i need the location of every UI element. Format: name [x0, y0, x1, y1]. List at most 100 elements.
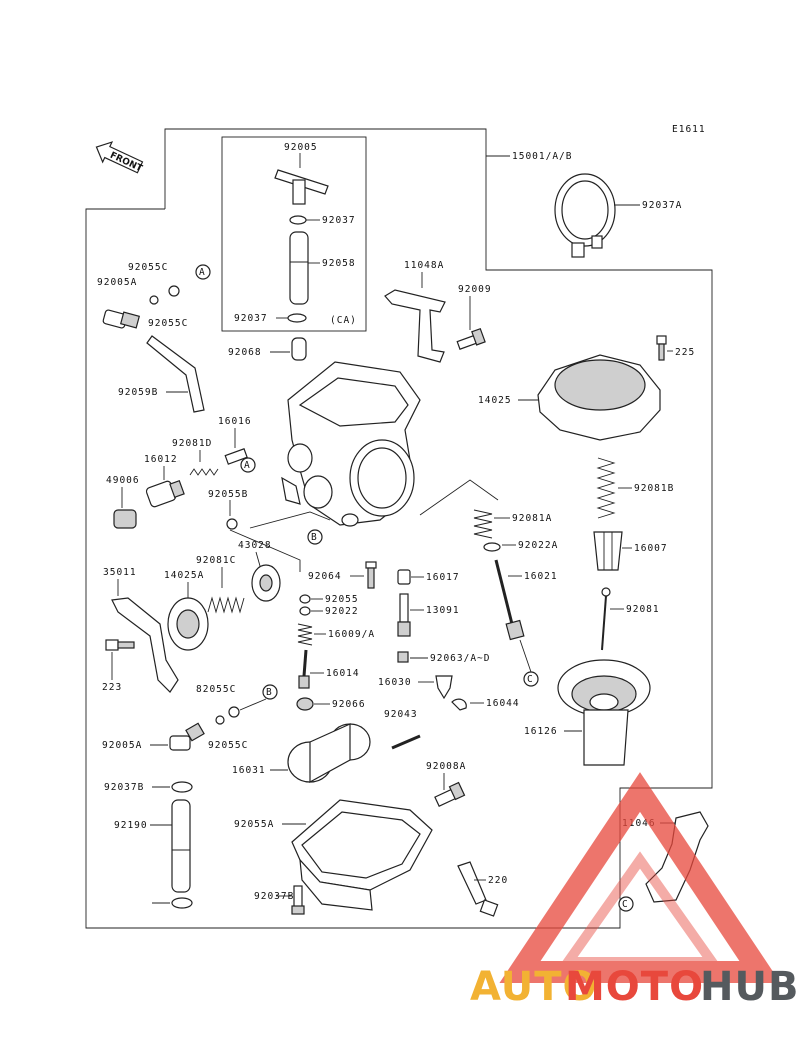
label-16126: 16126: [524, 726, 558, 737]
callout-a-2: [240, 457, 256, 473]
callout-b-1: [307, 529, 323, 545]
pin-92043-part: [391, 734, 421, 750]
float-bowl-part: [291, 799, 433, 911]
callout-b-1-label: B: [311, 532, 318, 543]
label-43028: 43028: [238, 540, 272, 551]
washer-92022a-part: [483, 542, 501, 552]
rod-16021-part: [494, 559, 525, 641]
label-92055c-1: 92055C: [128, 262, 168, 273]
callout-c-2-label: C: [622, 899, 629, 910]
top-cover-14025-part: [537, 354, 661, 441]
spring-92081b-part: [596, 457, 616, 519]
callout-b-2-label: B: [266, 687, 273, 698]
jet-16017-part: [397, 569, 411, 585]
label-16009: 92081: [626, 604, 660, 615]
cover-14025a-part: [167, 597, 209, 651]
clamp-band-part: [554, 173, 616, 258]
clip-92037-ca: [287, 313, 307, 323]
label-92081c: 92081C: [196, 555, 236, 566]
elbow-fitting-92005a-1: [102, 309, 141, 329]
svg-text:MOTO: MOTO: [565, 964, 704, 1010]
front-arrow: FRONT: [95, 141, 144, 175]
washer-92022-part: [299, 606, 311, 616]
label-14025: 14025: [478, 395, 512, 406]
screw-92008a-part: [434, 781, 466, 807]
watermark-text: AUTO MOTO HUB: [470, 964, 799, 1010]
hose-92058-part: [289, 231, 309, 305]
callout-c-1-label: C: [527, 674, 534, 685]
screw-220-part: [291, 885, 305, 915]
needle-jet-13091-part: [397, 593, 411, 637]
valve-16030-part: [435, 675, 453, 700]
spring-92081a-part: [473, 509, 493, 539]
label-35011: 35011: [103, 567, 137, 578]
screw-92009-part: [456, 327, 486, 350]
label-49006: 49006: [106, 475, 140, 486]
bracket-11048a-part: [384, 289, 446, 363]
float-16031-part: [287, 723, 371, 784]
diagram-code: E1611: [672, 124, 706, 135]
label-15001: 15001/A/B: [512, 151, 572, 162]
ca-inset-box: [221, 136, 367, 332]
label-92005a-1: 92005A: [97, 277, 137, 288]
t-fitting-part: [274, 169, 329, 205]
label-92068: 92068: [228, 347, 262, 358]
holder-16007-part: [593, 531, 623, 571]
label-11048a: 11048A: [404, 260, 444, 271]
clip-92037-top: [289, 215, 307, 225]
label-16031: 16031: [232, 765, 266, 776]
label-11046: 11046: [622, 818, 656, 829]
clip-92037b-1: [171, 781, 193, 793]
hose-92190-part: [171, 799, 191, 893]
hose-92059b-part: [146, 335, 205, 413]
label-92190: 92190: [114, 820, 148, 831]
label-92022a: 92022A: [518, 540, 558, 551]
label-92081d: 92081D: [172, 438, 212, 449]
label-16044: 16044: [486, 698, 520, 709]
clip-16044-part: [451, 698, 467, 711]
label-92063: 92063/A~D: [430, 653, 490, 664]
clip-92037b-2: [171, 897, 193, 909]
callout-c-2: [618, 896, 634, 912]
label-92005-top: 92005: [284, 142, 318, 153]
spring-92081c-part: [207, 596, 245, 614]
plunger-16012-part: [145, 479, 185, 508]
watermark-logo: [499, 772, 781, 983]
label-92037-top: 92037: [322, 215, 356, 226]
label-92022: 92022: [325, 606, 359, 617]
callout-a-1-label: A: [199, 267, 206, 278]
screw-16016-part: [224, 448, 248, 465]
label-16007: 16007: [634, 543, 668, 554]
diagram-frame: [85, 128, 713, 929]
label-82055c: 82055C: [196, 684, 236, 695]
label-92037b-1: 92037B: [104, 782, 144, 793]
svg-text:AUTO: AUTO: [470, 964, 598, 1010]
label-16014: 16014: [326, 668, 360, 679]
label-92055: 92055: [325, 594, 359, 605]
label-92008a: 92008A: [426, 761, 466, 772]
label-13091: 13091: [426, 605, 460, 616]
label-16016: 16016: [218, 416, 252, 427]
label-92059b: 92059B: [118, 387, 158, 398]
label-92066: 92066: [332, 699, 366, 710]
diaphragm-16126-part: [557, 659, 651, 766]
oring-92055-part: [299, 594, 311, 604]
bracket-35011-part: [111, 597, 179, 693]
svg-text:HUB: HUB: [700, 964, 799, 1010]
label-223: 223: [102, 682, 122, 693]
label-92058: 92058: [322, 258, 356, 269]
needle-16009-part: [601, 587, 611, 651]
label-92081: 16009/A: [328, 629, 375, 640]
label-92081a: 92081A: [512, 513, 552, 524]
screw-225-part: [656, 335, 667, 361]
label-92043: 92043: [384, 709, 418, 720]
label-14025a: 14025A: [164, 570, 204, 581]
label-92055b: 92055B: [208, 489, 248, 500]
pilot-screw-16014-part: [298, 649, 310, 689]
label-16030: 16030: [378, 677, 412, 688]
elbow-fitting-92005a-2: [169, 722, 205, 751]
label-92055c-3: 92055C: [208, 740, 248, 751]
oring-92055b-part: [226, 518, 238, 530]
ca-label: (CA): [330, 315, 357, 326]
label-92055a: 92055A: [234, 819, 274, 830]
